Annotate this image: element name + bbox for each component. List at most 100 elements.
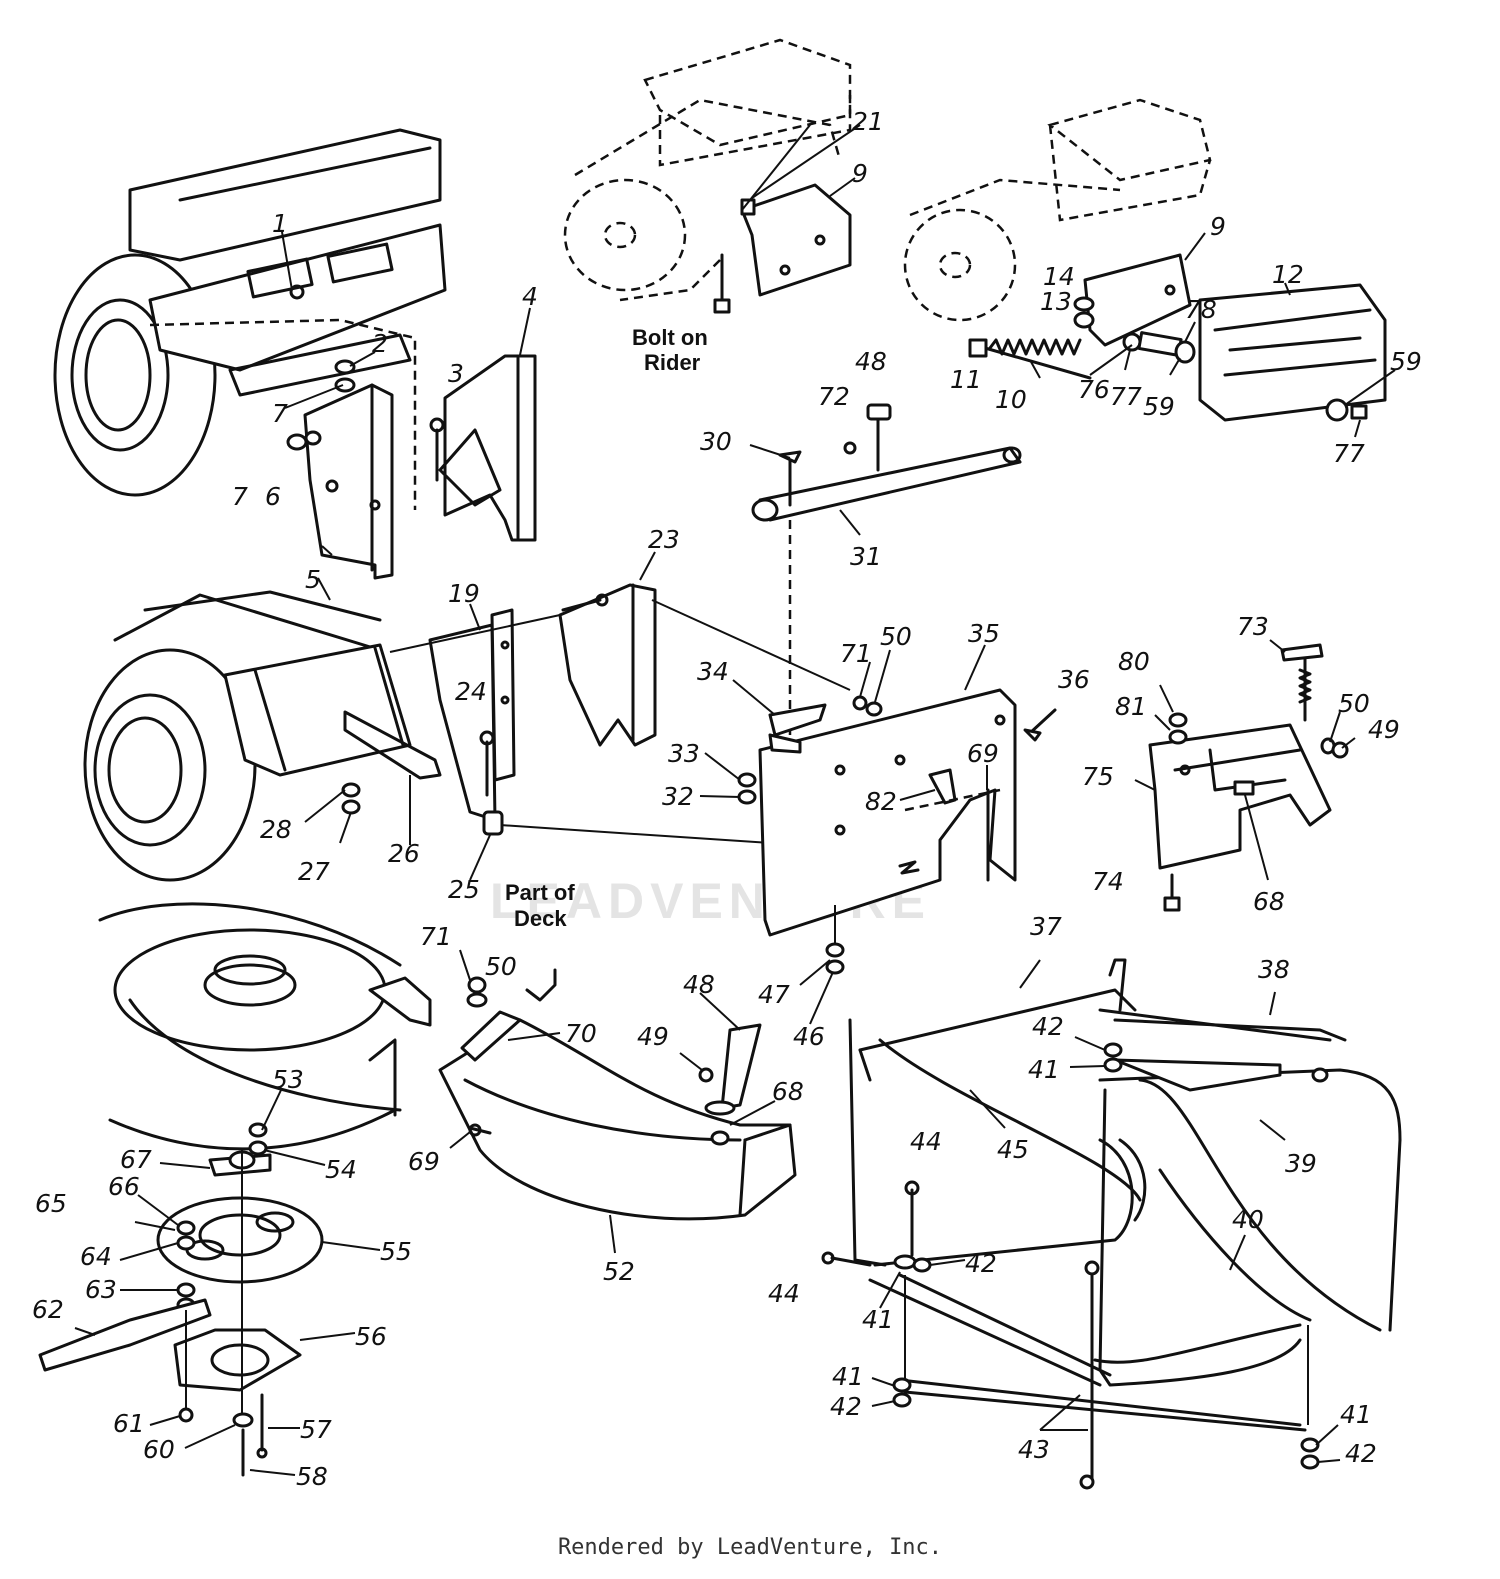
grass-bag [821,958,1402,1490]
callout-label: 59 [1390,347,1422,376]
callout-label: 28 [260,815,292,844]
note-bolt-on-rider: Bolt on Rider [632,325,708,375]
callout-label: 50 [1338,689,1370,718]
callout-label: 52 [603,1257,635,1286]
callout-label: 42 [965,1249,997,1278]
rear-tractor-assembly-upper [53,128,447,510]
callout-label: 41 [832,1362,864,1391]
callout-label: 70 [565,1019,597,1048]
callout-label: 47 [758,980,790,1009]
callout-label: 54 [325,1155,357,1184]
hardware-nuts-upper [286,359,356,451]
callout-label: 77 [1110,382,1142,411]
leader-lines [74,124,1396,1476]
callout-label: 80 [1118,647,1150,676]
callout-label: 7 [232,482,248,511]
note-part-of: Part of [505,880,575,905]
callout-label: 2 [372,329,388,358]
rider-frame-bolt-on [563,38,852,314]
callout-label: 39 [1285,1149,1317,1178]
callout-label: 6 [265,482,281,511]
callout-label: 5 [305,565,321,594]
callout-label: 1 [272,209,288,238]
callout-labels: 1 2 3 4 5 6 7 7 9 9 10 11 12 13 14 19 21… [32,107,1422,1491]
bracket-5 [303,383,394,580]
callout-label: 24 [455,677,487,706]
assembly-lines-middle [389,520,851,844]
callout-label: 41 [862,1305,894,1334]
callout-label: 36 [1058,665,1090,694]
callout-label: 50 [880,622,912,651]
callout-label: 32 [662,782,694,811]
footer-credit: Rendered by LeadVenture, Inc. [557,1535,943,1560]
axle-31 [751,403,1022,522]
callout-label: 71 [420,922,452,951]
callout-label: 9 [852,159,868,188]
callout-label: 64 [80,1242,112,1271]
callout-label: 71 [840,639,872,668]
callout-label: 65 [35,1189,67,1218]
callout-label: 25 [448,875,480,904]
callout-label: 60 [143,1435,175,1464]
callout-label: 31 [850,542,882,571]
callout-label: 73 [1237,612,1269,641]
callout-label: 63 [85,1275,117,1304]
callout-label: 40 [1232,1205,1264,1234]
callout-label: 42 [830,1392,862,1421]
callout-label: 76 [1078,375,1110,404]
callout-label: 44 [768,1279,800,1308]
callout-label: 26 [388,839,420,868]
bracket-4 [429,354,537,542]
callout-label: 58 [296,1462,328,1491]
callout-label: 27 [298,857,330,886]
callout-label: 61 [113,1409,145,1438]
plate-35 [737,688,1057,975]
nuts-27-28 [341,782,361,815]
callout-label: 48 [683,970,715,999]
callout-label: 33 [668,739,700,768]
callout-label: 68 [1253,887,1285,916]
callout-label: 12 [1272,260,1304,289]
callout-label: 7 [272,399,288,428]
note-deck: Deck [514,906,567,931]
callout-label: 37 [1030,912,1062,941]
callout-label: 35 [968,619,1000,648]
bracket-19 [428,608,516,822]
callout-label: 42 [1345,1439,1377,1468]
callout-label: 56 [355,1322,387,1351]
callout-label: 44 [910,1127,942,1156]
callout-label: 38 [1258,955,1290,984]
rear-tractor-assembly-middle [83,590,442,882]
callout-label: 72 [818,382,850,411]
callout-label: 45 [997,1135,1029,1164]
callout-label: 78 [1185,295,1217,324]
callout-label: 49 [1368,715,1400,744]
blade-assembly [38,1122,324,1477]
callout-label: 50 [485,952,517,981]
callout-label: 42 [1032,1012,1064,1041]
callout-label: 14 [1043,262,1075,291]
callout-label: 41 [1340,1400,1372,1429]
callout-label: 10 [995,385,1027,414]
callout-label: 48 [855,347,887,376]
mower-deck [98,902,432,1151]
callout-label: 41 [1028,1055,1060,1084]
callout-label: 81 [1115,692,1147,721]
note-rider: Rider [644,350,701,375]
bracket-75 [1148,643,1349,912]
callout-label: 69 [967,739,999,768]
callout-label: 67 [120,1145,152,1174]
callout-label: 46 [793,1022,825,1051]
callout-label: 3 [448,359,464,388]
note-bolt-on: Bolt on [632,325,708,350]
discharge-chute-52 [438,968,797,1221]
callout-label: 69 [408,1147,440,1176]
callout-label: 4 [522,282,538,311]
bracket-23 [558,583,657,747]
callout-label: 55 [380,1237,412,1266]
callout-label: 30 [700,427,732,456]
callout-label: 66 [108,1172,140,1201]
callout-label: 13 [1040,287,1072,316]
callout-label: 74 [1092,867,1124,896]
